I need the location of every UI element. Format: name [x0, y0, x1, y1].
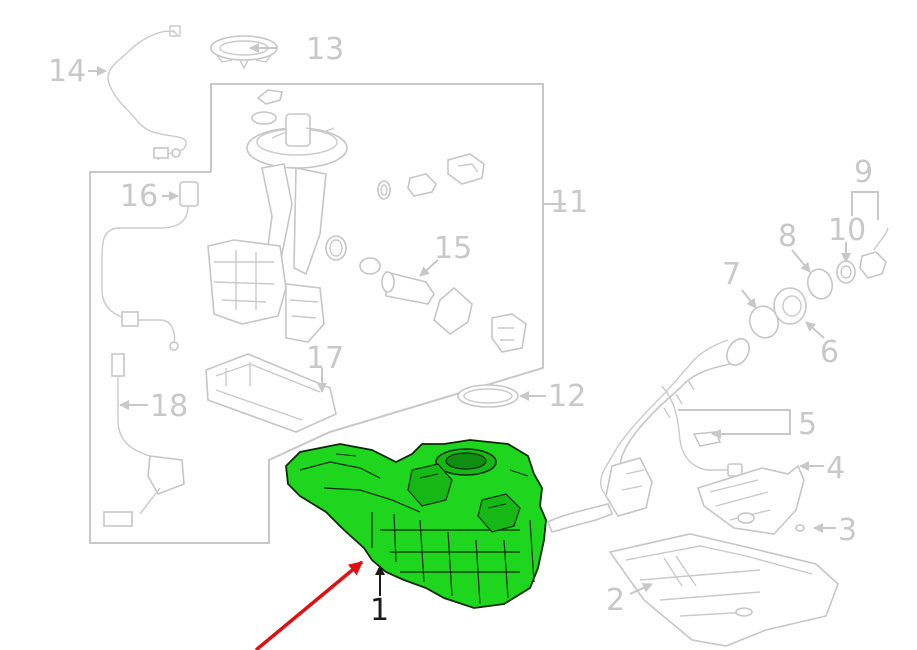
part-6-grommet	[773, 287, 807, 325]
part-17-cover	[205, 353, 337, 433]
part-labels: 1 2 3 4 5 6 7 8 9 10 11 12 13 14 15 16 1…	[48, 32, 873, 628]
label-part-14[interactable]: 14	[48, 54, 86, 89]
part-1-fuel-tank[interactable]	[285, 439, 547, 609]
label-part-9[interactable]: 9	[854, 155, 873, 190]
part-5-filler-pipe	[546, 338, 750, 533]
selection-arrow	[254, 560, 364, 650]
label-part-1[interactable]: 1	[370, 593, 389, 628]
label-part-10[interactable]: 10	[828, 213, 866, 248]
part-4-heat-shield	[696, 464, 805, 535]
label-part-6[interactable]: 6	[820, 335, 839, 370]
label-part-8[interactable]: 8	[778, 219, 797, 254]
part-16-connector	[101, 181, 199, 351]
part-10-seal	[836, 260, 856, 284]
part-2-under-cover	[608, 533, 839, 647]
label-part-16[interactable]: 16	[120, 179, 158, 214]
part-fuel-pump-module	[207, 89, 348, 343]
part-9-cap	[859, 227, 889, 279]
label-part-2[interactable]: 2	[606, 583, 625, 618]
part-3-clip	[795, 524, 805, 532]
label-part-3[interactable]: 3	[838, 513, 857, 548]
part-14-harness	[107, 25, 187, 161]
label-part-13[interactable]: 13	[306, 32, 344, 67]
part-12-gasket	[457, 384, 519, 408]
part-small-fittings	[325, 153, 485, 261]
part-15-fuel-pump	[359, 257, 527, 353]
part-13-lock-ring	[210, 35, 278, 70]
leader-lines	[88, 43, 879, 650]
label-part-11[interactable]: 11	[550, 185, 588, 220]
part-18-level-sender	[103, 353, 185, 527]
label-part-5[interactable]: 5	[798, 407, 817, 442]
part-8-ring	[806, 268, 834, 300]
fuel-pump-group-frame	[89, 83, 544, 544]
label-part-12[interactable]: 12	[548, 379, 586, 414]
label-part-18[interactable]: 18	[150, 389, 188, 424]
label-part-7[interactable]: 7	[722, 257, 741, 292]
label-part-4[interactable]: 4	[826, 451, 845, 486]
label-part-15[interactable]: 15	[434, 231, 472, 266]
label-part-17[interactable]: 17	[306, 341, 344, 376]
